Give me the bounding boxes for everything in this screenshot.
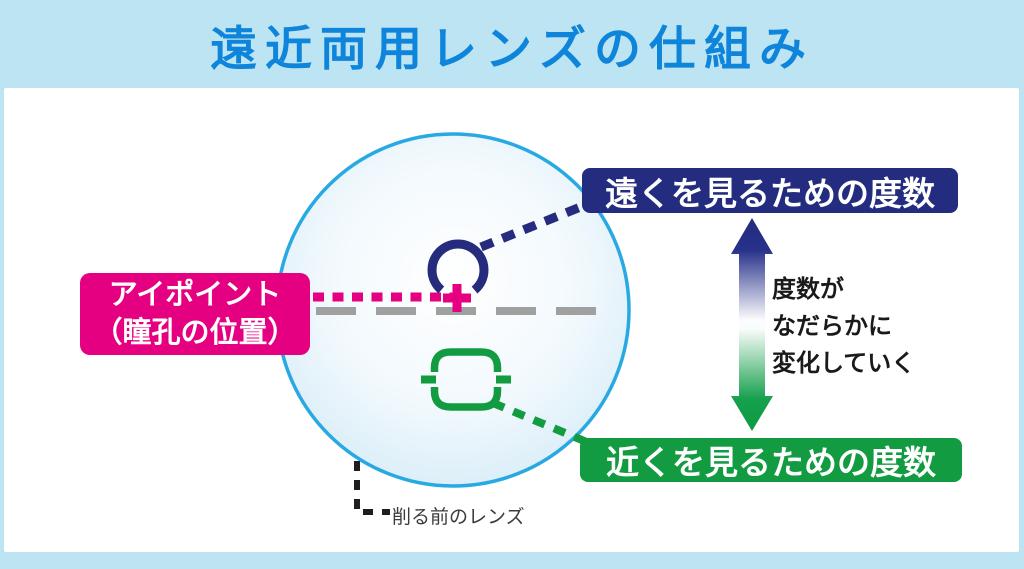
uncut-lens-label: 削る前のレンズ (392, 507, 525, 528)
power-gradient-note-line2: なだらかに (772, 313, 892, 340)
power-gradient-note: 度数が なだらかに 変化していく (772, 271, 915, 382)
near-zone-mark (421, 348, 511, 411)
distance-zone-circle (427, 239, 489, 301)
eye-point-label-line2: （瞳孔の位置） (93, 317, 297, 349)
power-gradient-arrow (731, 218, 773, 431)
power-gradient-note-line3: 変化していく (772, 350, 916, 377)
distance-leader-line (479, 199, 590, 252)
near-power-label: 近くを見るための度数 (580, 438, 962, 482)
eye-point-label-line1: アイポイント (108, 279, 282, 311)
eye-point-label: アイポイント （瞳孔の位置） (80, 273, 310, 355)
near-leader-line (491, 399, 596, 449)
eye-point-cross (443, 284, 471, 312)
distance-power-label: 遠くを見るための度数 (582, 168, 958, 213)
page-title: 遠近両用レンズの仕組み (209, 21, 815, 75)
power-gradient-note-line1: 度数が (772, 276, 844, 303)
